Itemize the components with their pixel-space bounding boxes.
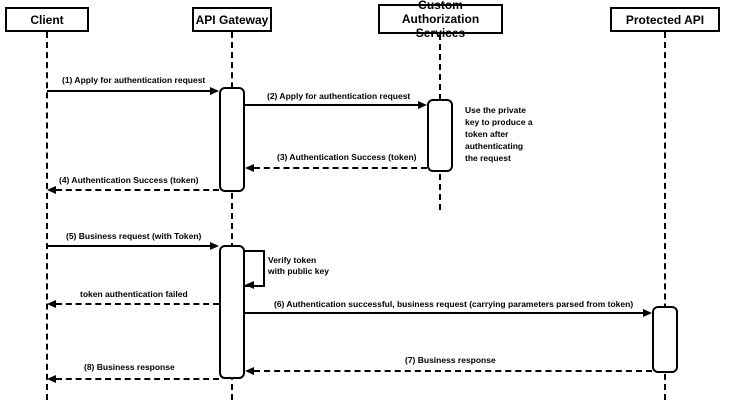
message-1-arrowhead-icon bbox=[210, 87, 219, 95]
message-2-arrowhead-icon bbox=[418, 101, 427, 109]
message-3-label: (3) Authentication Success (token) bbox=[277, 152, 417, 162]
participant-api-gateway-label: API Gateway bbox=[195, 12, 269, 27]
self-message-label: Verify token with public key bbox=[268, 255, 329, 276]
message-5-label: (5) Business request (with Token) bbox=[66, 231, 202, 241]
message-4-line bbox=[56, 189, 219, 191]
participant-api-gateway: API Gateway bbox=[192, 7, 272, 32]
api-gateway-lifeline bbox=[231, 32, 233, 400]
message-6-arrowhead-icon bbox=[643, 309, 652, 317]
self-message-loop bbox=[245, 250, 265, 287]
message-8-line bbox=[56, 378, 219, 380]
activation-protected-api bbox=[652, 306, 678, 373]
message-3-line bbox=[254, 167, 427, 169]
message-1-label: (1) Apply for authentication request bbox=[62, 75, 206, 85]
participant-custom-auth: Custom Authorization Services bbox=[378, 0, 503, 40]
note-private-key: Use the private key to produce a token a… bbox=[465, 105, 533, 163]
message-fail-line bbox=[56, 303, 219, 305]
message-4-label: (4) Authentication Success (token) bbox=[59, 175, 199, 185]
message-7-line bbox=[254, 370, 652, 372]
participant-custom-auth-label: Custom Authorization Services bbox=[401, 0, 480, 40]
activation-api-gateway-1 bbox=[219, 87, 245, 192]
message-6-label: (6) Authentication successful, business … bbox=[274, 299, 634, 309]
client-lifeline bbox=[46, 32, 48, 400]
message-3-arrowhead-icon bbox=[245, 164, 254, 172]
message-5-arrowhead-icon bbox=[210, 242, 219, 250]
message-fail-label: token authentication failed bbox=[80, 289, 188, 299]
self-message-arrowhead-icon bbox=[245, 281, 254, 289]
participant-client-label: Client bbox=[30, 12, 64, 27]
protected-api-lifeline bbox=[664, 32, 666, 400]
message-1-line bbox=[47, 90, 211, 92]
message-4-arrowhead-icon bbox=[47, 186, 56, 194]
activation-api-gateway-2 bbox=[219, 245, 245, 379]
message-5-line bbox=[47, 245, 211, 247]
participant-protected-api-label: Protected API bbox=[625, 12, 705, 27]
message-7-label: (7) Business response bbox=[405, 355, 496, 365]
participant-protected-api: Protected API bbox=[610, 7, 720, 32]
message-6-line bbox=[245, 312, 643, 314]
activation-custom-auth bbox=[427, 99, 453, 172]
message-7-arrowhead-icon bbox=[245, 367, 254, 375]
message-2-label: (2) Apply for authentication request bbox=[267, 91, 411, 101]
message-fail-arrowhead-icon bbox=[47, 300, 56, 308]
participant-client: Client bbox=[5, 7, 89, 32]
message-8-label: (8) Business response bbox=[84, 362, 175, 372]
message-2-line bbox=[245, 104, 419, 106]
message-8-arrowhead-icon bbox=[47, 375, 56, 383]
